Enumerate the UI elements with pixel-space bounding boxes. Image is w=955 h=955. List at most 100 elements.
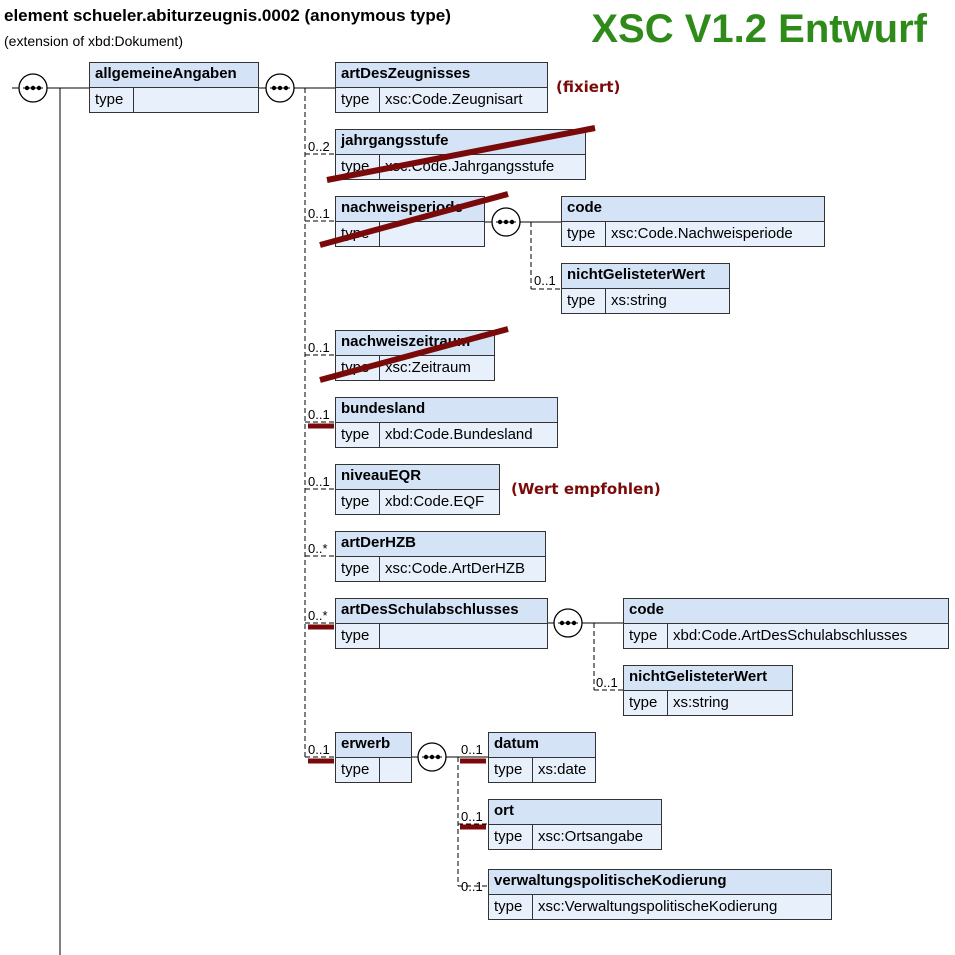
type-value	[380, 222, 385, 246]
sequence-dot	[423, 754, 429, 760]
type-value: xsc:Zeitraum	[385, 359, 471, 376]
note-wert-empfohlen: (Wert empfohlen)	[511, 480, 661, 498]
element-name: nichtGelisteterWert	[562, 264, 729, 289]
type-value: xsc:Code.Nachweisperiode	[611, 225, 793, 242]
diagram-title: element schueler.abiturzeugnis.0002 (ano…	[4, 6, 451, 25]
type-label: type	[562, 222, 606, 246]
cardinality-label: 0..1	[596, 675, 618, 690]
sequence-dot	[277, 85, 283, 91]
sequence-compositor-icon[interactable]	[491, 207, 521, 237]
note-fixiert: (fixiert)	[556, 78, 621, 96]
sequence-dot	[497, 219, 503, 225]
sequence-dot	[503, 219, 509, 225]
cardinality-label: 0..1	[461, 809, 483, 824]
sequence-dot	[271, 85, 277, 91]
sequence-dot	[24, 85, 30, 91]
type-label: type	[336, 624, 380, 648]
type-value: xsc:Ortsangabe	[538, 828, 644, 845]
sequence-dot	[30, 85, 36, 91]
type-value: xsc:Code.Jahrgangsstufe	[385, 158, 555, 175]
element-name: nachweiszeitraum	[336, 331, 494, 356]
sequence-compositor-icon[interactable]	[265, 73, 295, 103]
type-label: type	[489, 895, 533, 919]
cardinality-label: 0..2	[308, 139, 330, 154]
element-name: allgemeineAngaben	[90, 63, 258, 88]
sequence-dot	[435, 754, 441, 760]
sequence-dot	[509, 219, 515, 225]
element-name: code	[562, 197, 824, 222]
type-label: type	[336, 356, 380, 380]
sequence-dot	[429, 754, 435, 760]
cardinality-label: 0..1	[308, 474, 330, 489]
cardinality-label: 0..1	[308, 340, 330, 355]
type-label: type	[624, 624, 668, 648]
cardinality-label: 0..1	[534, 273, 556, 288]
element-name: niveauEQR	[336, 465, 499, 490]
sequence-dot	[565, 620, 571, 626]
sequence-compositor-icon[interactable]	[417, 742, 447, 772]
type-value: xsc:Code.Zeugnisart	[385, 91, 523, 108]
element-name: datum	[489, 733, 595, 758]
type-value: xbd:Code.Bundesland	[385, 426, 533, 443]
element-name: nachweisperiode	[336, 197, 484, 222]
element-name: erwerb	[336, 733, 411, 758]
sequence-dot	[283, 85, 289, 91]
element-name: ort	[489, 800, 661, 825]
type-label: type	[489, 758, 533, 782]
type-label: type	[562, 289, 606, 313]
type-value: xbd:Code.ArtDesSchulabschlusses	[673, 627, 908, 644]
type-value	[380, 624, 385, 648]
element-name: jahrgangsstufe	[336, 130, 585, 155]
cardinality-label: 0..1	[461, 742, 483, 757]
type-label: type	[336, 423, 380, 447]
type-label: type	[336, 155, 380, 179]
cardinality-label: 0..1	[461, 879, 483, 894]
type-label: type	[90, 88, 134, 112]
type-label: type	[336, 88, 380, 112]
type-label: type	[489, 825, 533, 849]
element-name: artDerHZB	[336, 532, 545, 557]
type-value: xs:date	[538, 761, 587, 778]
sequence-dot	[559, 620, 565, 626]
sequence-dot	[36, 85, 42, 91]
draft-watermark: XSC V1.2 Entwurf	[591, 7, 927, 51]
type-label: type	[336, 222, 380, 246]
cardinality-label: 0..*	[308, 608, 328, 623]
type-value	[380, 758, 385, 782]
type-value	[134, 88, 139, 112]
type-value: xs:string	[611, 292, 667, 309]
element-name: bundesland	[336, 398, 557, 423]
type-label: type	[624, 691, 668, 715]
cardinality-label: 0..*	[308, 541, 328, 556]
type-value: xs:string	[673, 694, 729, 711]
type-value: xsc:Code.ArtDerHZB	[385, 560, 526, 577]
type-label: type	[336, 758, 380, 782]
sequence-compositor-icon[interactable]	[553, 608, 583, 638]
element-name: artDesZeugnisses	[336, 63, 547, 88]
sequence-compositor-icon[interactable]	[18, 73, 48, 103]
type-value: xbd:Code.EQF	[385, 493, 485, 510]
element-name: code	[624, 599, 948, 624]
element-name: artDesSchulabschlusses	[336, 599, 547, 624]
sequence-dot	[571, 620, 577, 626]
type-value: xsc:VerwaltungspolitischeKodierung	[538, 898, 778, 915]
element-name: verwaltungspolitischeKodierung	[489, 870, 831, 895]
cardinality-label: 0..1	[308, 407, 330, 422]
